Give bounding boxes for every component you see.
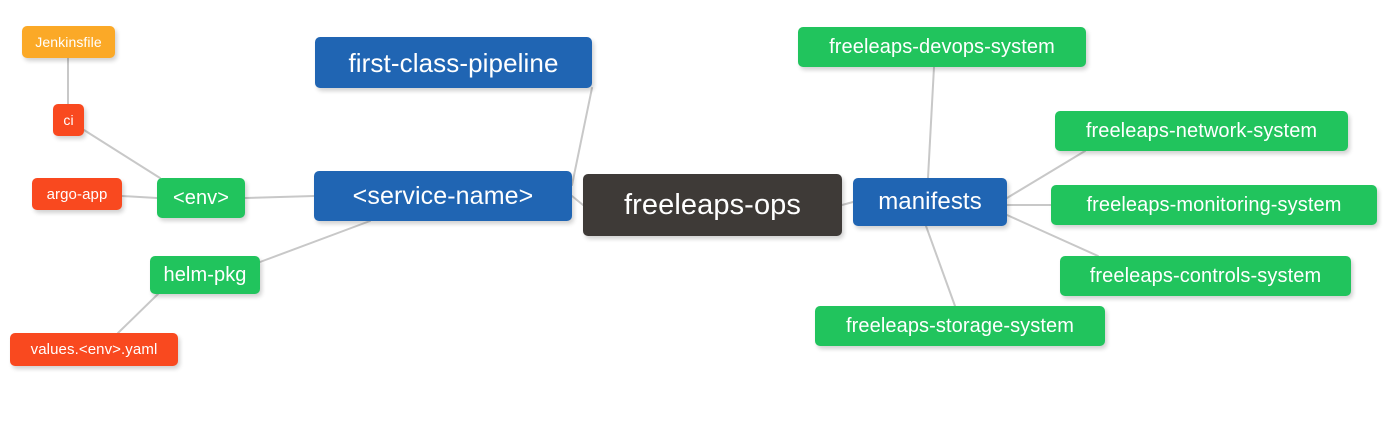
edge-env-to-argo-app	[121, 195, 158, 199]
edge-freeleaps-ops-to-service-name	[571, 195, 584, 206]
node-freeleaps-monitoring-system[interactable]: freeleaps-monitoring-system	[1051, 185, 1377, 225]
edge-service-name-to-first-class-pipeline	[571, 87, 593, 186]
node-ci[interactable]: ci	[53, 104, 84, 136]
edge-manifests-to-freeleaps-storage-system	[925, 225, 956, 307]
node-freeleaps-devops-system[interactable]: freeleaps-devops-system	[798, 27, 1086, 67]
node-label-freeleaps-controls-system: freeleaps-controls-system	[1089, 265, 1322, 287]
node-jenkinsfile[interactable]: Jenkinsfile	[22, 26, 115, 58]
node-label-service-name: <service-name>	[352, 181, 534, 210]
node-helm-pkg[interactable]: helm-pkg	[150, 256, 260, 294]
node-label-values-env-yaml: values.<env>.yaml	[30, 341, 158, 358]
edge-helm-pkg-to-values-env-yaml	[117, 293, 159, 334]
node-argo-app[interactable]: argo-app	[32, 178, 122, 210]
node-label-jenkinsfile: Jenkinsfile	[35, 34, 102, 50]
node-freeleaps-network-system[interactable]: freeleaps-network-system	[1055, 111, 1348, 151]
node-label-helm-pkg: helm-pkg	[163, 264, 247, 286]
node-label-freeleaps-devops-system: freeleaps-devops-system	[829, 36, 1055, 58]
node-label-env: <env>	[172, 187, 230, 209]
node-service-name[interactable]: <service-name>	[314, 171, 572, 221]
node-first-class-pipeline[interactable]: first-class-pipeline	[315, 37, 592, 88]
edge-freeleaps-ops-to-manifests	[841, 201, 854, 206]
edge-service-name-to-env	[244, 195, 315, 199]
node-label-first-class-pipeline: first-class-pipeline	[348, 47, 559, 78]
edge-env-to-ci	[83, 129, 161, 179]
node-freeleaps-ops[interactable]: freeleaps-ops	[583, 174, 842, 236]
node-env[interactable]: <env>	[157, 178, 245, 218]
node-manifests[interactable]: manifests	[853, 178, 1007, 226]
edge-service-name-to-helm-pkg	[259, 220, 371, 263]
node-freeleaps-storage-system[interactable]: freeleaps-storage-system	[815, 306, 1105, 346]
node-label-argo-app: argo-app	[46, 185, 108, 203]
node-label-freeleaps-ops: freeleaps-ops	[623, 188, 801, 221]
node-label-freeleaps-storage-system: freeleaps-storage-system	[845, 315, 1075, 337]
edge-manifests-to-freeleaps-devops-system	[927, 66, 935, 179]
node-label-ci: ci	[63, 112, 74, 128]
node-label-freeleaps-network-system: freeleaps-network-system	[1085, 120, 1318, 142]
node-label-freeleaps-monitoring-system: freeleaps-monitoring-system	[1086, 194, 1342, 216]
node-freeleaps-controls-system[interactable]: freeleaps-controls-system	[1060, 256, 1351, 296]
node-label-manifests: manifests	[878, 188, 982, 215]
node-values-env-yaml[interactable]: values.<env>.yaml	[10, 333, 178, 366]
